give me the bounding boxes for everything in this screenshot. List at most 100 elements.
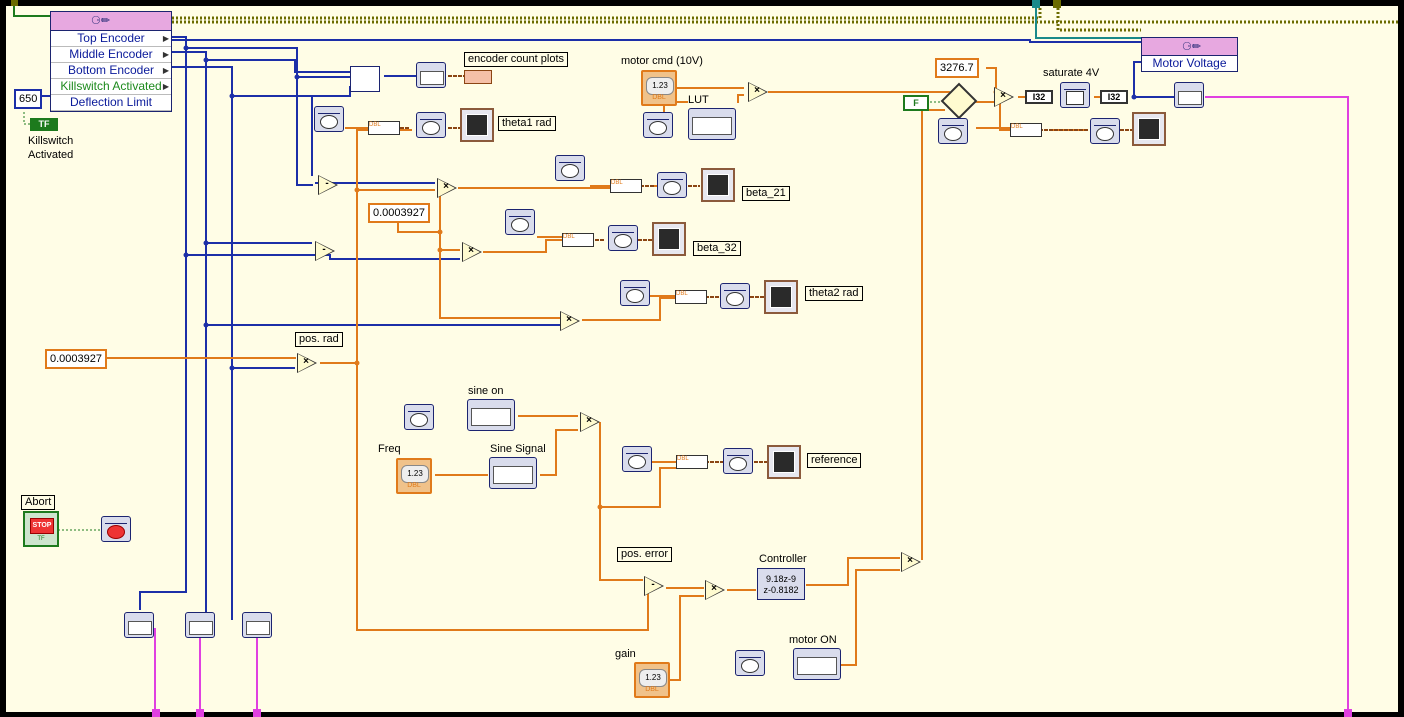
multiply-icon[interactable]: ×: [705, 580, 725, 600]
beta-scale-constant[interactable]: 0.0003927: [368, 203, 430, 223]
lut-subvi[interactable]: [688, 108, 736, 140]
sine-on-subvi[interactable]: [467, 399, 515, 431]
killswitch-indicator[interactable]: TF: [30, 118, 58, 131]
theta2-rad-label: theta2 rad: [805, 286, 863, 301]
cluster-item-bottom-encoder[interactable]: Bottom Encoder ▶: [51, 63, 171, 79]
stopwatch-icon[interactable]: [622, 446, 652, 472]
bottom-encoder-output-subvi[interactable]: [242, 612, 272, 638]
waveform-chart-subvi[interactable]: [416, 62, 446, 88]
numeric-face: 1.23: [646, 77, 674, 95]
stopwatch-icon[interactable]: [735, 650, 765, 676]
pos-error-label: pos. error: [617, 547, 673, 562]
stopwatch-icon[interactable]: [643, 112, 673, 138]
controller-icon[interactable]: 9.18z-9 z-0.8182: [757, 568, 805, 600]
middle-encoder-output-subvi[interactable]: [185, 612, 215, 638]
sine-signal-label: Sine Signal: [490, 443, 546, 455]
triangle-right-icon: ▶: [162, 66, 169, 75]
gain-label: gain: [615, 648, 636, 660]
freq-label: Freq: [378, 443, 401, 455]
multiply-icon[interactable]: ×: [560, 311, 580, 331]
motor-voltage-field[interactable]: Motor Voltage: [1152, 56, 1227, 70]
cluster-item-killswitch-activated[interactable]: Killswitch Activated▶: [51, 79, 171, 95]
cluster-item-label: Deflection Limit: [69, 95, 153, 109]
stopwatch-icon[interactable]: [505, 209, 535, 235]
dbl-convert-node[interactable]: DBL: [562, 233, 594, 247]
cluster-item-label: Middle Encoder: [69, 47, 153, 61]
false-constant[interactable]: F: [903, 95, 929, 111]
stopwatch-icon[interactable]: [620, 280, 650, 306]
graph-icon[interactable]: [464, 70, 492, 84]
terminal-pin: [1344, 709, 1352, 717]
xy-build-subvi[interactable]: [720, 283, 750, 309]
stopwatch-icon[interactable]: [938, 118, 968, 144]
dbl-convert-node[interactable]: DBL: [368, 121, 400, 135]
abort-label: Abort: [21, 495, 56, 510]
motor-on-subvi[interactable]: [793, 648, 841, 680]
beta21-graph[interactable]: [701, 168, 735, 202]
beta32-graph[interactable]: [652, 222, 686, 256]
cluster-item-label: Top Encoder: [77, 31, 145, 45]
cluster-bundle-icon: ⚆✏: [1182, 41, 1202, 53]
multiply-icon[interactable]: ×: [994, 87, 1014, 107]
cluster-item-label: Bottom Encoder: [67, 63, 155, 77]
dbl-convert-node[interactable]: DBL: [675, 290, 707, 304]
dbl-convert-node[interactable]: DBL: [676, 455, 708, 469]
multiply-icon[interactable]: ×: [297, 353, 317, 373]
subtract-icon[interactable]: -: [318, 175, 338, 195]
controller-label: Controller: [759, 553, 807, 565]
xy-build-subvi[interactable]: [416, 112, 446, 138]
multiply-icon[interactable]: ×: [462, 242, 482, 262]
motor-voltage-bundle[interactable]: ⚆✏ Motor Voltage: [1141, 37, 1238, 72]
xy-build-subvi[interactable]: [1090, 118, 1120, 144]
xy-build-subvi[interactable]: [608, 225, 638, 251]
triangle-right-icon: ▶: [162, 34, 169, 43]
motor-output-subvi[interactable]: [1174, 82, 1204, 108]
dbl-tag: DBL: [1011, 124, 1023, 130]
multiply-icon[interactable]: ×: [437, 178, 457, 198]
i32-convert-node[interactable]: I32: [1025, 90, 1053, 104]
position-scale-constant[interactable]: 0.0003927: [45, 349, 107, 369]
unbundle-header: ⚆✏: [51, 12, 171, 31]
theta1-graph[interactable]: [460, 108, 494, 142]
subtract-icon[interactable]: -: [644, 576, 664, 596]
dbl-convert-node[interactable]: DBL: [610, 179, 642, 193]
saturation-icon[interactable]: [1060, 82, 1090, 108]
multiply-icon[interactable]: ×: [901, 552, 921, 572]
i32-convert-node[interactable]: I32: [1100, 90, 1128, 104]
cluster-item-top-encoder[interactable]: Top Encoder ▶: [51, 31, 171, 47]
terminal-pin: [152, 709, 160, 717]
dbl-tag: DBL: [645, 686, 659, 693]
reference-graph[interactable]: [767, 445, 801, 479]
stopwatch-icon[interactable]: [404, 404, 434, 430]
multiply-icon[interactable]: ×: [748, 82, 768, 102]
deflection-limit-constant[interactable]: 650: [14, 89, 43, 109]
sine-signal-subvi[interactable]: [489, 457, 537, 489]
cluster-item-middle-encoder[interactable]: Middle Encoder▶: [51, 47, 171, 63]
pos-rad-label: pos. rad: [295, 332, 343, 347]
subtract-icon[interactable]: -: [315, 241, 335, 261]
top-encoder-output-subvi[interactable]: [124, 612, 154, 638]
cluster-item-deflection-limit[interactable]: Deflection Limit: [51, 95, 171, 111]
stopwatch-icon[interactable]: [314, 106, 344, 132]
stop-subvi[interactable]: [101, 516, 131, 542]
stopwatch-icon[interactable]: [555, 155, 585, 181]
xy-build-subvi[interactable]: [657, 172, 687, 198]
motor-voltage-graph[interactable]: [1132, 112, 1166, 146]
dbl-convert-node[interactable]: DBL: [1010, 123, 1042, 137]
build-array-node[interactable]: [350, 66, 380, 92]
tunnel-pin: [1032, 0, 1040, 8]
dbl-tag: DBL: [676, 291, 688, 297]
encoder-cluster-unbundle[interactable]: ⚆✏ Top Encoder▶ Middle Encoder▶ Bottom E…: [50, 11, 172, 112]
theta2-graph[interactable]: [764, 280, 798, 314]
motor-on-label: motor ON: [789, 634, 837, 646]
theta1-rad-label: theta1 rad: [498, 116, 556, 131]
saturation-scale-constant[interactable]: 3276.7: [935, 58, 979, 78]
multiply-icon[interactable]: ×: [580, 412, 600, 432]
bundle-header: ⚆✏: [1142, 38, 1237, 56]
dbl-tag: DBL: [652, 94, 666, 101]
xy-build-subvi[interactable]: [723, 448, 753, 474]
